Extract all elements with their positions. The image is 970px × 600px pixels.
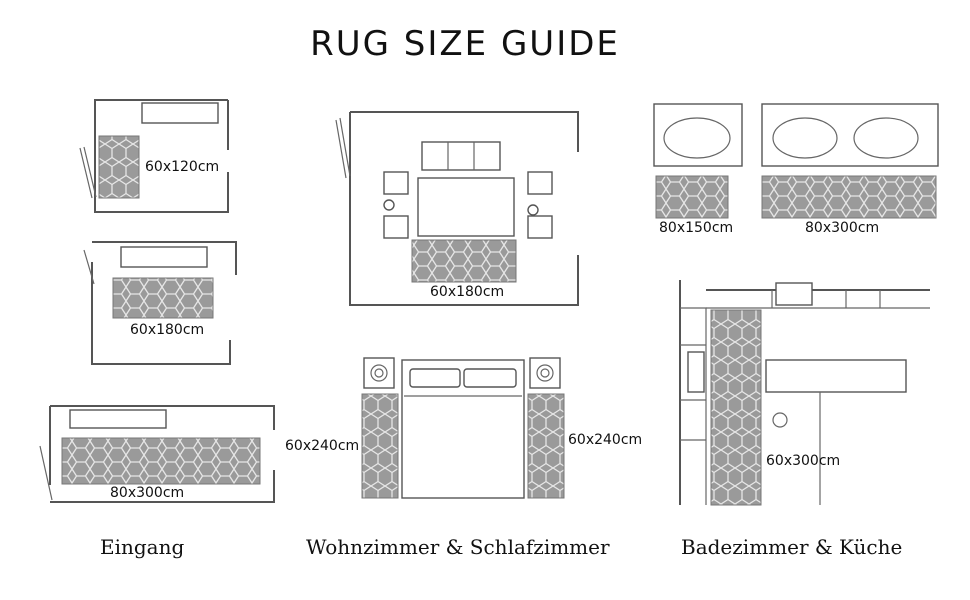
entrance-room-small	[79, 99, 229, 213]
size-label-entrance-small: 60x120cm	[145, 159, 220, 175]
size-label-kitchen: 60x300cm	[766, 453, 841, 469]
entrance-room-runner	[39, 405, 275, 503]
size-label-living-room: 60x180cm	[430, 284, 505, 300]
coffee-table	[417, 177, 515, 237]
size-label-bedroom-left: 60x240cm	[285, 438, 360, 454]
kitchen-island	[765, 359, 907, 393]
nightstand-right	[529, 357, 561, 389]
bathroom	[653, 103, 939, 219]
caption-entrance: Eingang	[100, 535, 185, 559]
caption-bath-kitchen: Badezimmer & Küche	[681, 535, 903, 559]
living-room	[335, 111, 579, 306]
sink-single	[653, 103, 743, 167]
nightstand-left	[363, 357, 395, 389]
rug-80x150	[655, 175, 729, 219]
rug-60x240-left	[361, 393, 399, 499]
sink-double	[761, 103, 939, 167]
size-label-entrance-medium: 60x180cm	[130, 322, 205, 338]
rug-60x180-entrance	[112, 277, 214, 319]
entrance-room-medium	[83, 241, 237, 365]
rug-60x240-right	[527, 393, 565, 499]
rug-60x120	[98, 135, 140, 199]
rug-80x300-entrance	[61, 437, 261, 485]
rug-80x300-bath	[761, 175, 937, 219]
caption-living-bedroom: Wohnzimmer & Schlafzimmer	[306, 535, 610, 559]
size-label-bath-single: 80x150cm	[659, 220, 734, 236]
size-label-entrance-runner: 80x300cm	[110, 485, 185, 501]
rug-60x300-kitchen	[710, 309, 762, 506]
size-label-bath-double: 80x300cm	[805, 220, 880, 236]
kitchen	[679, 280, 930, 506]
sofa	[421, 141, 501, 171]
page-title: RUG SIZE GUIDE	[310, 24, 620, 64]
rug-60x180-living	[411, 239, 517, 283]
bedroom	[361, 357, 565, 499]
size-label-bedroom-right: 60x240cm	[568, 432, 643, 448]
